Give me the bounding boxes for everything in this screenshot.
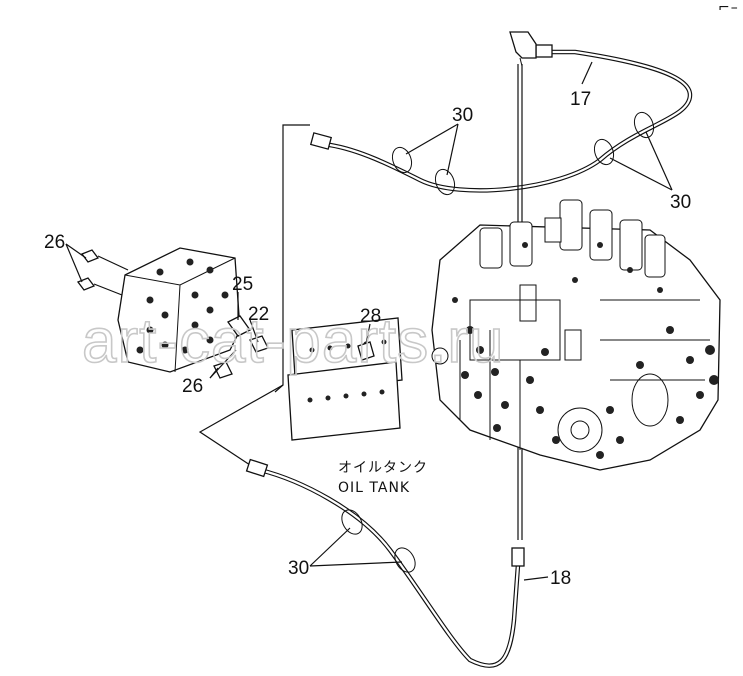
hose-bottom xyxy=(245,458,525,668)
callout-22: 22 xyxy=(248,304,269,325)
oil-tank-plates xyxy=(287,317,403,441)
callout-26-top: 26 xyxy=(44,232,65,253)
hose-17 xyxy=(309,31,693,193)
callout-25: 25 xyxy=(232,274,253,295)
elbow-fitting xyxy=(509,31,537,59)
callout-28: 28 xyxy=(360,306,381,327)
watermark: art-cat-parts.ru xyxy=(82,307,505,376)
leader-lines xyxy=(65,61,673,581)
oil-tank-label-en: OIL TANK xyxy=(338,480,410,496)
callout-26-bottom: 26 xyxy=(182,376,203,397)
callout-17: 17 xyxy=(570,89,591,110)
callout-30-bottom: 30 xyxy=(288,558,309,579)
callout-30-right: 30 xyxy=(670,192,691,213)
fittings-26-top xyxy=(76,249,129,296)
callout-30-top: 30 xyxy=(452,105,473,126)
callout-18: 18 xyxy=(550,568,571,589)
hose-fitting xyxy=(309,132,333,150)
callout-labels: 17 30 30 26 25 22 28 26 30 18 xyxy=(44,89,691,589)
hose-fitting xyxy=(535,44,553,58)
corner-mark: ⌐– xyxy=(718,0,739,16)
main-control-valve xyxy=(431,199,721,471)
fittings-22-25 xyxy=(213,315,269,379)
pilot-valve-block xyxy=(117,247,241,373)
routing-lines xyxy=(198,124,310,466)
oil-tank-label-jp: オイルタンク xyxy=(338,460,428,476)
hose-clamps-top xyxy=(391,111,655,196)
